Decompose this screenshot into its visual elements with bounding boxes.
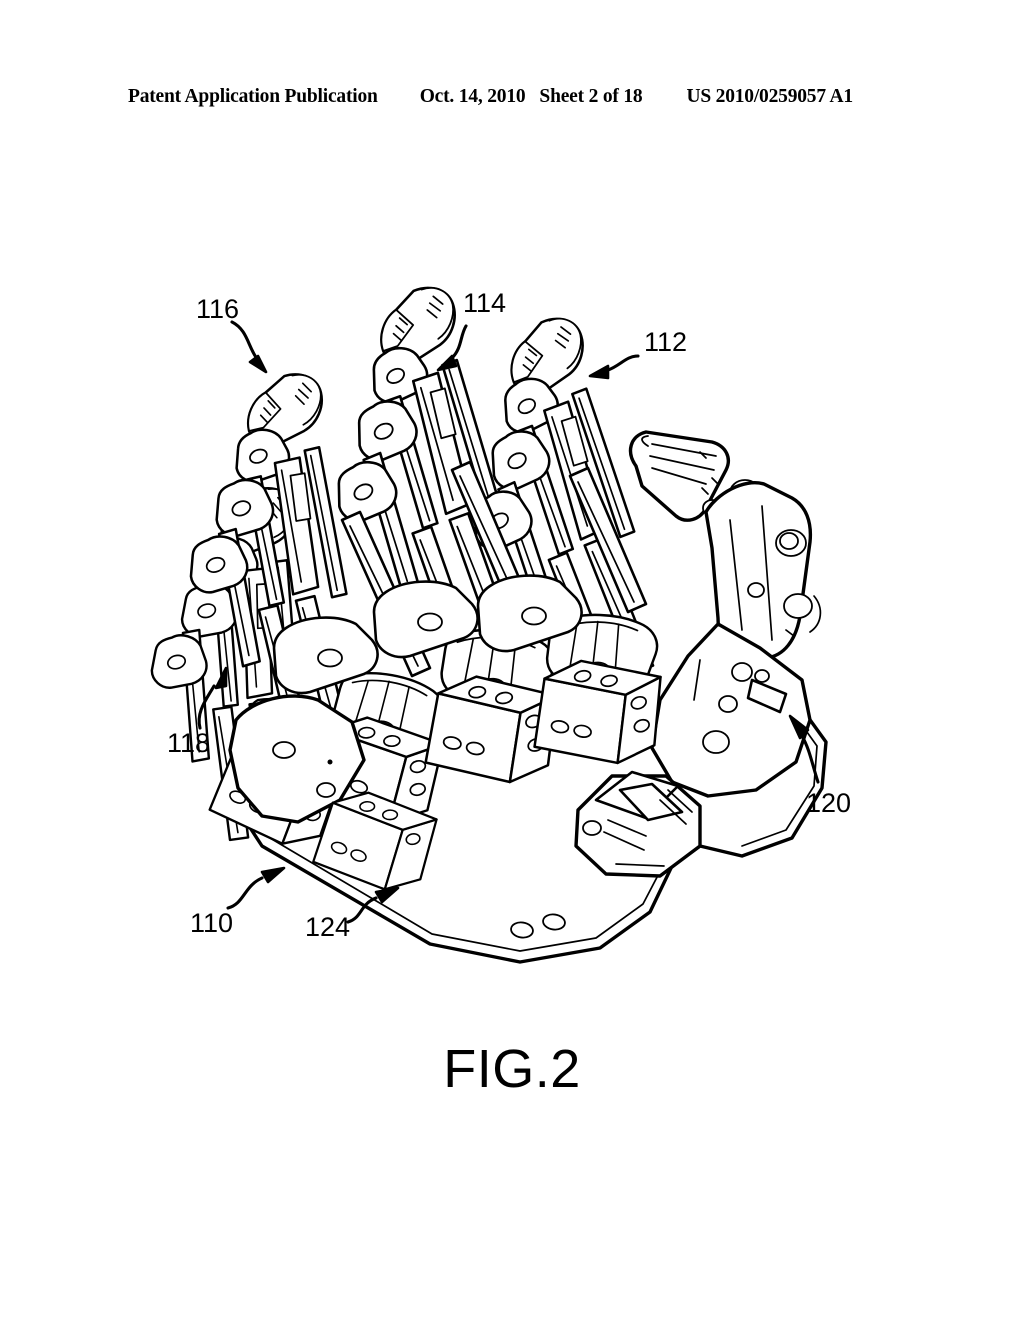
reference-callouts: 116 114 112 118 bbox=[167, 288, 851, 942]
callout-118: 118 bbox=[167, 666, 228, 758]
header-publication-text: Patent Application Publication bbox=[128, 86, 378, 107]
ref-numeral-114: 114 bbox=[463, 288, 506, 318]
header-sheet-text: Sheet 2 of 18 bbox=[539, 86, 643, 107]
header-document-number-text: US 2010/0259057 A1 bbox=[686, 86, 853, 107]
ref-numeral-118: 118 bbox=[167, 728, 210, 758]
ref-numeral-124: 124 bbox=[305, 912, 350, 942]
little-finger-mcp-block bbox=[312, 791, 438, 891]
callout-110: 110 bbox=[190, 866, 286, 938]
robotic-hand-assembly bbox=[109, 281, 828, 964]
hypothenar-side-plate bbox=[228, 694, 366, 824]
ref-numeral-110: 110 bbox=[190, 908, 233, 938]
ref-numeral-120: 120 bbox=[806, 788, 851, 818]
header-date-text: Oct. 14, 2010 bbox=[419, 86, 526, 107]
callout-120: 120 bbox=[788, 714, 851, 818]
callout-112: 112 bbox=[588, 327, 687, 380]
callout-116: 116 bbox=[196, 294, 268, 374]
figure-caption: FIG.2 bbox=[443, 1039, 581, 1099]
thumb-actuator-block bbox=[574, 770, 702, 878]
callout-114: 114 bbox=[436, 288, 506, 372]
ref-numeral-112: 112 bbox=[644, 327, 687, 357]
thumb-assembly bbox=[574, 430, 822, 878]
proximal-shrouds bbox=[272, 574, 583, 695]
ref-numeral-116: 116 bbox=[196, 294, 239, 324]
page-header: Patent Application Publication Oct. 14, … bbox=[128, 86, 884, 112]
callout-124: 124 bbox=[305, 886, 400, 942]
